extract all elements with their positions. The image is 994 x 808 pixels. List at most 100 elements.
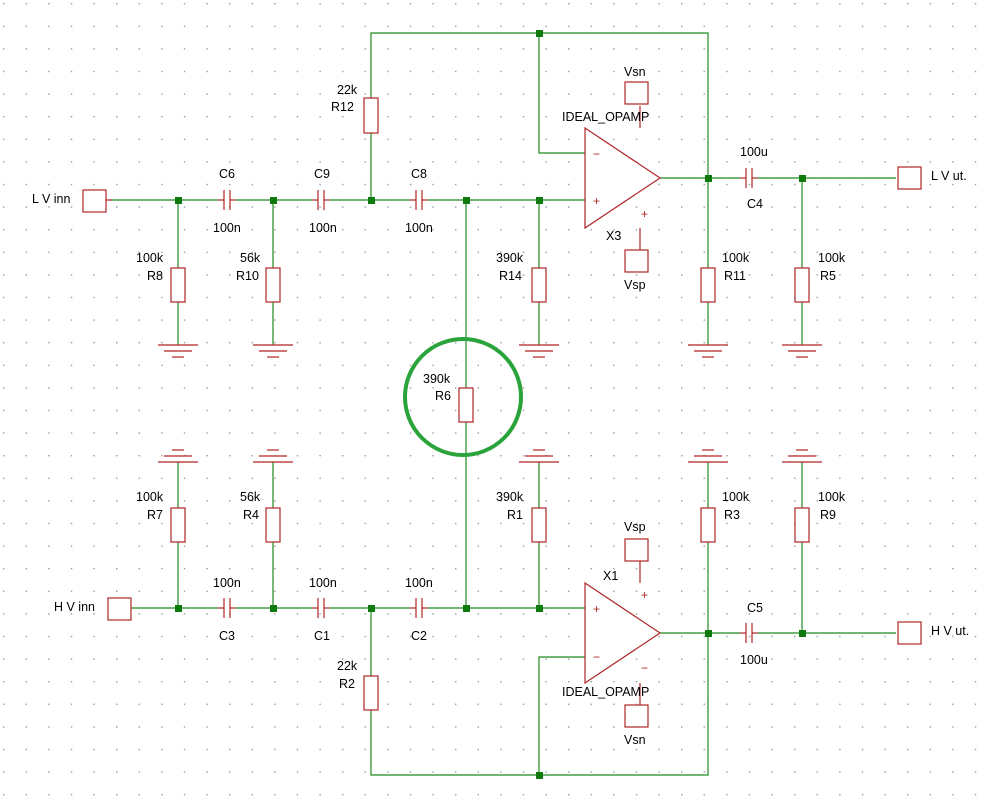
junction	[799, 630, 806, 637]
ground-icon	[519, 344, 559, 358]
component-ref: R6	[435, 389, 451, 403]
junction	[799, 175, 806, 182]
component-value: 56k	[240, 490, 261, 504]
capacitor-c8[interactable]: C8 100n	[405, 167, 433, 235]
component-ref: C8	[411, 167, 427, 181]
resistor-body	[363, 675, 379, 711]
opamp-triangle	[584, 126, 662, 230]
supply-label: Vsp	[624, 278, 646, 292]
pin-minus-label: −	[593, 650, 600, 664]
resistor-r1[interactable]: 390k R1	[496, 490, 547, 543]
port-label: H V inn	[54, 600, 95, 614]
pin-plus-label: +	[593, 602, 600, 616]
capacitor-c3[interactable]: 100n C3	[213, 576, 241, 643]
opamp-model: IDEAL_OPAMP	[562, 110, 649, 124]
port-lv-in[interactable]: L V inn	[32, 189, 112, 213]
resistor-r6[interactable]: 390k R6	[423, 372, 474, 423]
component-ref: R2	[339, 677, 355, 691]
port-hv-out[interactable]: H V ut.	[897, 621, 969, 645]
supply-box-vsn	[624, 81, 649, 105]
junction	[463, 197, 470, 204]
component-ref: R7	[147, 508, 163, 522]
resistor-r5[interactable]: 100k R5	[794, 251, 846, 303]
component-value: 390k	[496, 490, 524, 504]
component-value: 100n	[405, 576, 433, 590]
port-lv-out[interactable]: L V ut.	[897, 166, 967, 190]
opamp-ref: X1	[603, 569, 618, 583]
junction	[705, 175, 712, 182]
resistor-r14[interactable]: 390k R14	[496, 251, 547, 303]
supply-box-vsp	[624, 538, 649, 562]
ground-icon	[253, 449, 293, 463]
wire-bottom-shunts	[177, 462, 803, 633]
port-box	[107, 597, 132, 621]
component-ref: R1	[507, 508, 523, 522]
capacitor-c2[interactable]: 100n C2	[405, 576, 433, 643]
wire-x1-minus	[538, 656, 585, 775]
resistor-body	[700, 507, 716, 543]
resistor-body	[531, 507, 547, 543]
port-box	[897, 621, 922, 645]
junctions	[175, 30, 806, 779]
component-ref: R5	[820, 269, 836, 283]
ground-icon	[253, 344, 293, 358]
junction	[536, 30, 543, 37]
component-value: 100k	[818, 490, 846, 504]
component-ref: C2	[411, 629, 427, 643]
component-ref: R3	[724, 508, 740, 522]
resistor-body	[170, 267, 186, 303]
component-ref: R8	[147, 269, 163, 283]
resistor-r10[interactable]: 56k R10	[236, 251, 281, 303]
ground-icon	[519, 449, 559, 463]
pin-plus-label: +	[641, 588, 648, 602]
capacitor-c1[interactable]: 100n C1	[309, 576, 337, 643]
supply-label: Vsn	[624, 65, 646, 79]
component-value: 100k	[136, 490, 164, 504]
capacitor-c4[interactable]: 100u C4	[740, 145, 768, 211]
supply-label: Vsn	[624, 733, 646, 747]
port-label: H V ut.	[931, 624, 969, 638]
component-value: 390k	[423, 372, 451, 386]
supply-box-vsp	[624, 249, 649, 273]
opamp-ref: X3	[606, 229, 621, 243]
component-value: 100k	[818, 251, 846, 265]
resistor-body	[794, 507, 810, 543]
port-box	[82, 189, 107, 213]
component-value: 100k	[722, 490, 750, 504]
resistor-body	[170, 507, 186, 543]
resistor-r8[interactable]: 100k R8	[136, 251, 186, 303]
capacitor-c5[interactable]: C5 100u	[740, 601, 768, 667]
component-ref: C4	[747, 197, 763, 211]
port-label: L V inn	[32, 192, 71, 206]
port-hv-in[interactable]: H V inn	[54, 597, 132, 621]
opamp-triangle	[584, 581, 662, 685]
component-value: 390k	[496, 251, 524, 265]
junction	[463, 605, 470, 612]
ground-icon	[688, 449, 728, 463]
component-value: 100u	[740, 145, 768, 159]
junction	[368, 605, 375, 612]
opamp-model: IDEAL_OPAMP	[562, 685, 649, 699]
component-ref: R14	[499, 269, 522, 283]
highlight-circle-r6	[403, 337, 523, 457]
opamp-x1[interactable]: Vsp Vsn IDEAL_OPAMP X1 + − + −	[562, 520, 662, 747]
junction	[536, 197, 543, 204]
junction	[175, 197, 182, 204]
supply-label: Vsp	[624, 520, 646, 534]
capacitor-c9[interactable]: C9 100n	[309, 167, 337, 235]
resistor-r9[interactable]: 100k R9	[794, 490, 846, 543]
resistor-r12[interactable]: 22k R12	[331, 83, 379, 134]
resistor-r2[interactable]: 22k R2	[337, 659, 379, 711]
resistor-r11[interactable]: 100k R11	[700, 251, 750, 303]
resistor-r3[interactable]: 100k R3	[700, 490, 750, 543]
wire-top-shunts	[177, 178, 803, 345]
resistor-r7[interactable]: 100k R7	[136, 490, 186, 543]
resistor-r4[interactable]: 56k R4	[240, 490, 281, 543]
component-ref: C3	[219, 629, 235, 643]
port-box	[897, 166, 922, 190]
ground-icon	[782, 344, 822, 358]
opamp-x3[interactable]: Vsn Vsp IDEAL_OPAMP X3 − + +	[562, 65, 662, 292]
capacitor-c6[interactable]: C6 100n	[213, 167, 241, 235]
